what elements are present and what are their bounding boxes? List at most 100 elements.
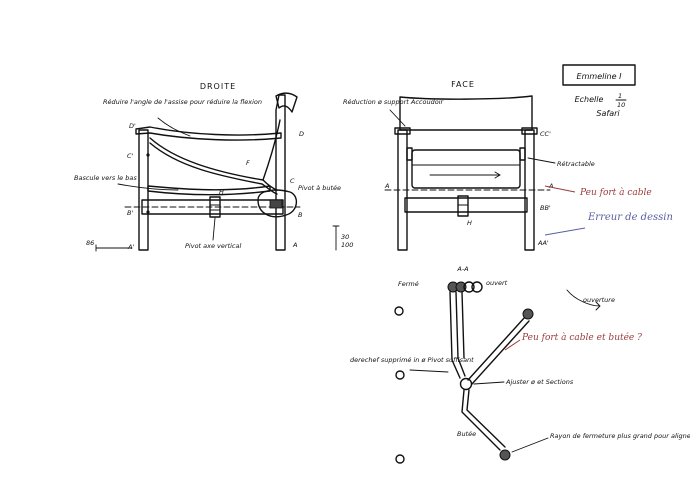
blue-note-erreur: Erreur de dessin: [587, 212, 673, 223]
front-stretcher: [404, 197, 528, 213]
open-arm-end: [522, 308, 534, 320]
label-c-prime: C': [127, 152, 134, 160]
dot-b-prime: [146, 210, 150, 214]
scale-label: Echelle: [575, 95, 604, 104]
cartouche-name: Emmeline I: [577, 72, 623, 81]
pivot-butee-blob: [257, 189, 297, 218]
binder-hole-2: [395, 370, 405, 380]
note-bascule: Bascule vers le bas: [74, 174, 137, 182]
note-derechef: derechef supprimé in ø Pivot suffisant: [350, 356, 474, 364]
pivot-block-h: [209, 196, 221, 218]
label-ouverture: ouverture: [583, 296, 615, 304]
front-leg: [138, 129, 149, 251]
pivot-top-4: [471, 281, 483, 293]
red-note-peu-fort: Peu fort à cable: [579, 187, 652, 198]
front-pivot-h: [457, 195, 469, 217]
label-ferme: Fermé: [398, 280, 419, 288]
note-rayon: Rayon de fermeture plus grand pour align…: [550, 432, 690, 440]
pivot-top-2: [455, 281, 467, 293]
width-dimension-line: [95, 244, 133, 252]
side-view-title: DROITE: [200, 82, 236, 91]
label-a-prime: A': [127, 243, 134, 251]
front-seat-cushion: [411, 149, 521, 189]
leader-retractable: [527, 157, 556, 164]
section-view: A-A Fermé ouvert ouverture derechef supp…: [350, 265, 690, 461]
red-leader-2: [504, 339, 521, 351]
bar-vertical-3: [461, 291, 465, 359]
seat-sling-2: [149, 142, 278, 195]
binder-hole-1: [394, 306, 404, 316]
label-aa: AA': [537, 239, 549, 247]
central-pivot: [459, 377, 473, 391]
bar-vertical-2: [455, 291, 466, 377]
seat-sling: [149, 137, 278, 191]
side-view: DROITE D' D C' C F H: [74, 82, 353, 252]
label-b-prime: B': [127, 209, 133, 217]
binder-hole-3: [395, 454, 405, 464]
armrest: [135, 126, 282, 141]
section-title: A-A: [456, 265, 468, 273]
leader-bascule: [117, 183, 179, 191]
rail-pin-left: [406, 147, 413, 161]
height-dimension-line: [332, 225, 340, 251]
open-arm: [467, 316, 526, 381]
front-view: FACE Réduction ø support Accoudoir CC' R…: [343, 80, 595, 251]
lower-bar: [461, 389, 501, 451]
label-d: D: [299, 130, 304, 138]
lower-end: [499, 449, 511, 461]
leader-derechef: [409, 369, 449, 373]
leader-reduction: [389, 109, 406, 127]
open-arm-2: [471, 320, 530, 385]
ouverture-arrow: [566, 289, 601, 311]
leader-ajuster: [473, 381, 505, 385]
leader-rayon: [511, 437, 549, 453]
note-retractable: Rétractable: [557, 160, 595, 168]
dim-height: 30: [341, 233, 349, 241]
label-a: A: [292, 241, 297, 249]
label-h: H: [219, 188, 224, 196]
label-a-right: A: [548, 182, 553, 190]
hatched-stop: [269, 199, 283, 209]
note-ajuster: Ajuster ø et Sections: [505, 378, 574, 386]
red-note-peu-fort-butee: Peu fort à cable et butée ?: [521, 332, 642, 343]
blue-annotations: Erreur de dessin: [544, 212, 673, 236]
leader-angle: [157, 117, 191, 137]
series-label: Safari: [596, 109, 620, 118]
leader-pivot-axe: [212, 217, 216, 241]
note-reduction: Réduction ø support Accoudoir: [343, 98, 445, 106]
backrest-top: [275, 92, 298, 113]
bar-vertical-1: [449, 291, 461, 379]
lower-bar-2: [466, 389, 506, 448]
red-annotations: Peu fort à cable Peu fort à cable et but…: [504, 185, 652, 351]
scale-numerator: 1: [618, 92, 622, 100]
dot-c-prime: [146, 153, 150, 157]
blue-leader: [544, 227, 586, 236]
rear-leg: [275, 94, 286, 251]
scale-denominator: 10: [617, 101, 625, 109]
armcap-right: [521, 127, 538, 135]
armcap-left: [394, 127, 411, 135]
cartouche-frame: [562, 64, 636, 86]
note-butee: Butée: [457, 430, 476, 438]
note-pivot-butee: Pivot à butée: [298, 184, 341, 192]
note-reduce-angle: Réduire l'angle de l'assise pour réduire…: [103, 98, 262, 106]
front-view-title: FACE: [451, 80, 475, 89]
front-backrest: [399, 95, 533, 131]
pivot-top-3: [463, 281, 475, 293]
label-a-left: A: [384, 182, 389, 190]
label-c: C: [290, 177, 295, 185]
label-b: B: [298, 211, 303, 219]
diagonal-brace: [147, 185, 271, 196]
note-pivot-axe: Pivot axe vertical: [185, 242, 241, 250]
front-seat-arrow: [429, 171, 501, 179]
backrest-fabric: [262, 119, 281, 181]
label-d-prime: D': [129, 122, 136, 130]
cartouche: Emmeline I Echelle 1 10 Safari: [562, 64, 636, 118]
label-bb: BB': [540, 204, 551, 212]
front-label-h: H: [467, 219, 472, 227]
rail-pin-right: [519, 147, 526, 161]
red-leader-1: [544, 185, 576, 193]
label-cc: CC': [540, 130, 551, 138]
label-f: F: [246, 159, 250, 167]
